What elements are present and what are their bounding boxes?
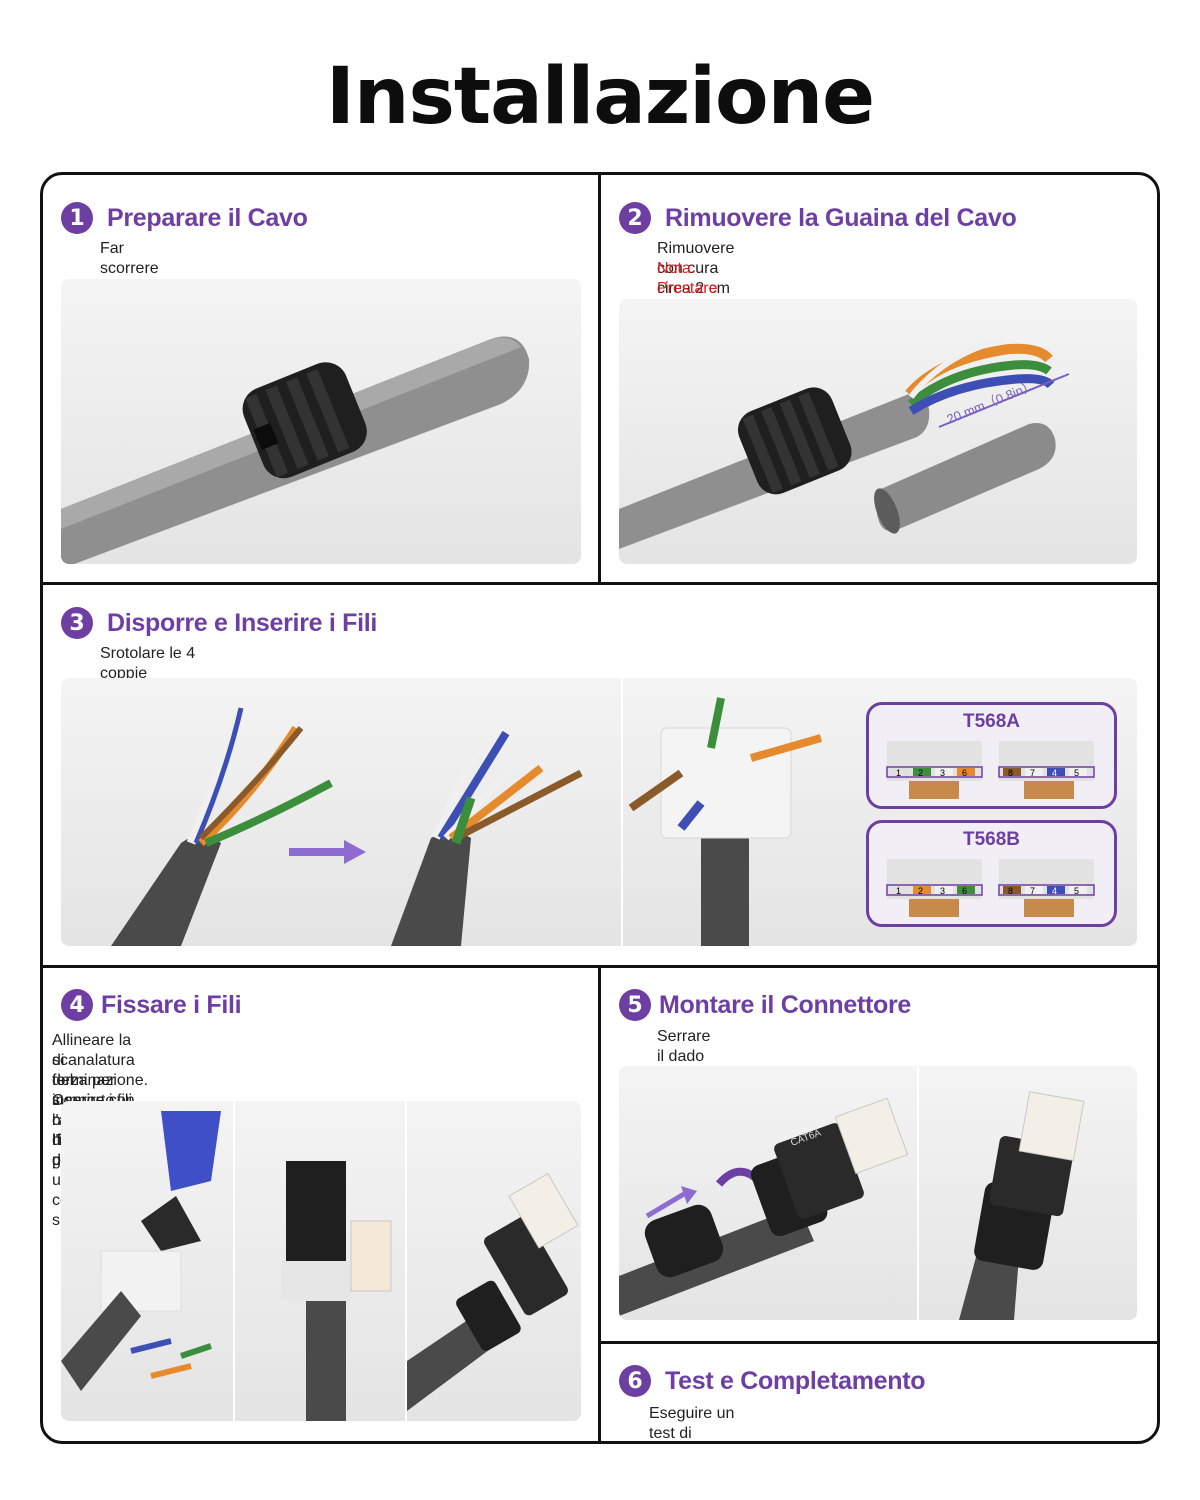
step-title: Test e Completamento <box>665 1366 926 1395</box>
step-number-badge: 5 <box>619 989 651 1021</box>
step-title: Rimuovere la Guaina del Cavo <box>665 203 1017 232</box>
pin-label: 4 <box>1052 768 1057 778</box>
divider <box>43 965 1157 968</box>
pin-label: 3 <box>940 768 945 778</box>
step-number-badge: 3 <box>61 607 93 639</box>
step-3-header: 3 Disporre e Inserire i Fili <box>61 607 377 639</box>
step-number-badge: 4 <box>61 989 93 1021</box>
pin-label: 7 <box>1030 768 1035 778</box>
pin-label: 2 <box>918 768 923 778</box>
divider <box>600 1341 1157 1344</box>
step-title: Montare il Connettore <box>659 990 912 1019</box>
step-number-badge: 6 <box>619 1365 651 1397</box>
pin-label: 4 <box>1052 886 1057 896</box>
cable-nut-photo <box>61 279 581 564</box>
step-number-badge: 1 <box>61 202 93 234</box>
pin-label: 6 <box>962 768 967 778</box>
stripped-cable-photo: 20 mm（0.8in） <box>619 299 1137 564</box>
pin-label: 1 <box>896 886 901 896</box>
scheme-title: T568B <box>962 829 1021 850</box>
page-title: Installazione <box>325 52 875 142</box>
step-1-header: 1 Preparare il Cavo <box>61 202 308 234</box>
step-title: Preparare il Cavo <box>107 203 308 232</box>
pin-label: 7 <box>1030 886 1035 896</box>
pin-label: 2 <box>918 886 923 896</box>
scheme-title: T568A <box>962 711 1021 732</box>
step-title: Disporre e Inserire i Fili <box>107 608 378 637</box>
pin-label: 1 <box>896 768 901 778</box>
divider <box>598 967 601 1441</box>
t568a-scheme: T568A 1 2 3 6 8 7 <box>866 702 1117 809</box>
step-description: Eseguire un test di connessione per veri… <box>649 1405 735 1442</box>
pin-label: 8 <box>1008 886 1013 896</box>
instructions-frame: 1 Preparare il Cavo Far scorrere il dado… <box>40 172 1160 1444</box>
step-number-badge: 2 <box>619 202 651 234</box>
pin-label: 6 <box>962 886 967 896</box>
pin-label: 8 <box>1008 768 1013 778</box>
step-title: Fissare i Fili <box>101 990 242 1019</box>
step-6-header: 6 Test e Completamento <box>619 1365 926 1397</box>
crimping-steps-photo <box>61 1101 581 1421</box>
divider <box>598 175 601 584</box>
pin-label: 5 <box>1074 886 1079 896</box>
pin-label: 5 <box>1074 768 1079 778</box>
t568b-scheme: T568B 1 2 3 6 8 7 <box>866 820 1117 927</box>
mount-connector-photo: CAT6A <box>619 1066 1137 1320</box>
pin-label: 3 <box>940 886 945 896</box>
step-2-header: 2 Rimuovere la Guaina del Cavo <box>619 202 1017 234</box>
step-4-header: 4 Fissare i Fili <box>61 989 242 1021</box>
step-5-header: 5 Montare il Connettore <box>619 989 911 1021</box>
